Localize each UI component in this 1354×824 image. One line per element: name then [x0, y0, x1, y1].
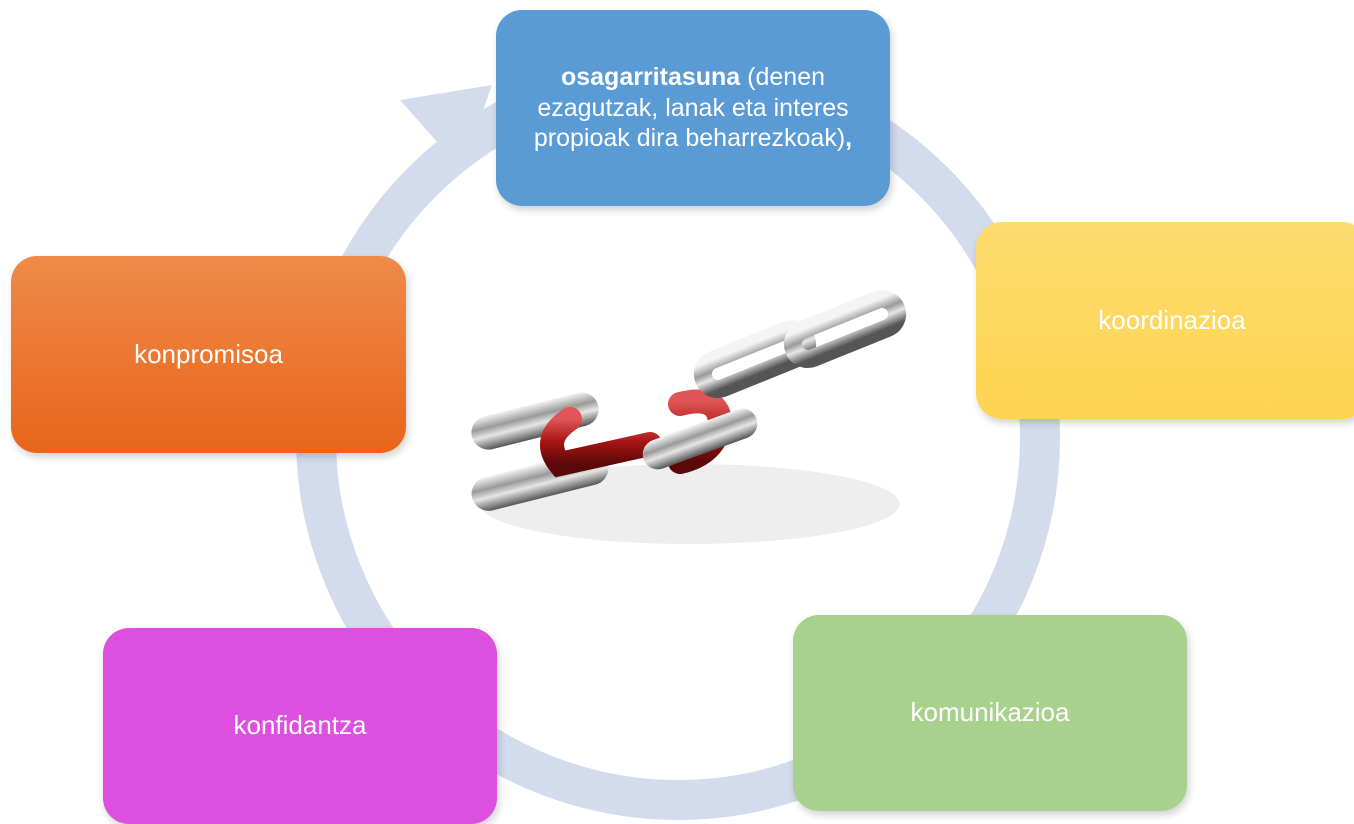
node-konpromisoa: konpromisoa: [11, 256, 406, 453]
node-osagarritasuna: osagarritasuna (denen ezagutzak, lanak e…: [496, 10, 890, 206]
node-konpromisoa-label: konpromisoa: [134, 338, 283, 369]
node-koordinazioa: koordinazioa: [976, 222, 1354, 419]
node-komunikazioa: komunikazioa: [793, 615, 1187, 811]
node-osagarritasuna-rest: (denen ezagutzak, lanak eta interes prop…: [533, 63, 849, 153]
node-konfidantza: konfidantza: [103, 628, 497, 824]
node-osagarritasuna-trail: ,: [845, 124, 853, 153]
broken-chain-image: [470, 254, 910, 582]
node-koordinazioa-label: koordinazioa: [1098, 304, 1246, 335]
node-osagarritasuna-bold: osagarritasuna: [560, 63, 741, 92]
node-osagarritasuna-text: osagarritasuna (denen ezagutzak, lanak e…: [520, 62, 866, 154]
node-konfidantza-label: konfidantza: [233, 710, 367, 741]
node-komunikazioa-label: komunikazioa: [910, 697, 1070, 728]
